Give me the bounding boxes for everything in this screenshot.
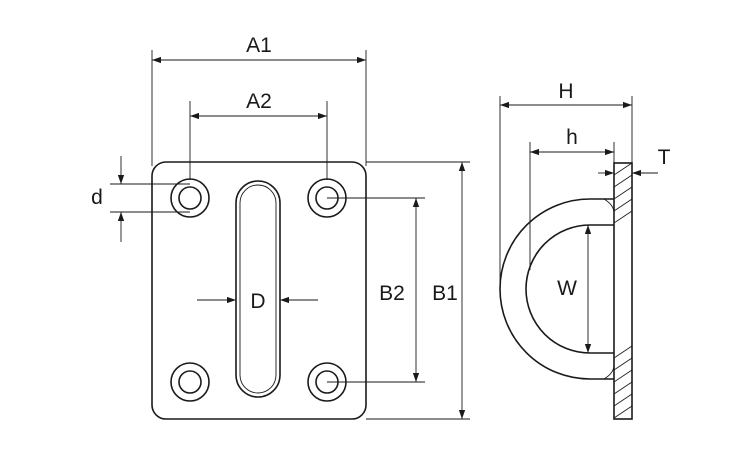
label-w: W (557, 277, 577, 300)
weld-bottom (603, 364, 615, 380)
center-slot-outer (235, 180, 281, 398)
dimension-h-lower: h (529, 126, 615, 270)
dimension-t: T (598, 146, 671, 177)
mounting-hole-bottom-left (170, 362, 210, 402)
dimension-h-upper: H (499, 80, 633, 289)
center-slot-inner (239, 184, 277, 394)
side-view: H h T W (499, 80, 671, 420)
label-a1: A1 (246, 34, 272, 57)
u-loop-inner (525, 224, 614, 354)
weld-top (603, 198, 615, 214)
mounting-hole-top-left (170, 178, 210, 218)
front-view: A1 A2 B1 B2 d (91, 34, 470, 420)
dimension-b2: B2 (327, 197, 425, 383)
label-a2: A2 (246, 90, 272, 113)
label-t: T (658, 146, 671, 169)
dimension-a2: A2 (189, 90, 328, 180)
label-b1: B1 (432, 282, 458, 305)
label-d-large: D (250, 290, 265, 313)
label-d-small: d (91, 186, 103, 209)
dimension-d-small: d (91, 156, 190, 242)
dimension-d-large: D (197, 290, 318, 313)
dimension-w: W (557, 225, 592, 353)
dimension-a1: A1 (151, 34, 367, 166)
plate-section (613, 162, 633, 420)
label-b2: B2 (379, 282, 405, 305)
base-plate-outline (151, 161, 367, 420)
label-h-lower: h (566, 126, 578, 149)
dimension-b1: B1 (366, 161, 470, 420)
label-h-upper: H (558, 80, 573, 103)
